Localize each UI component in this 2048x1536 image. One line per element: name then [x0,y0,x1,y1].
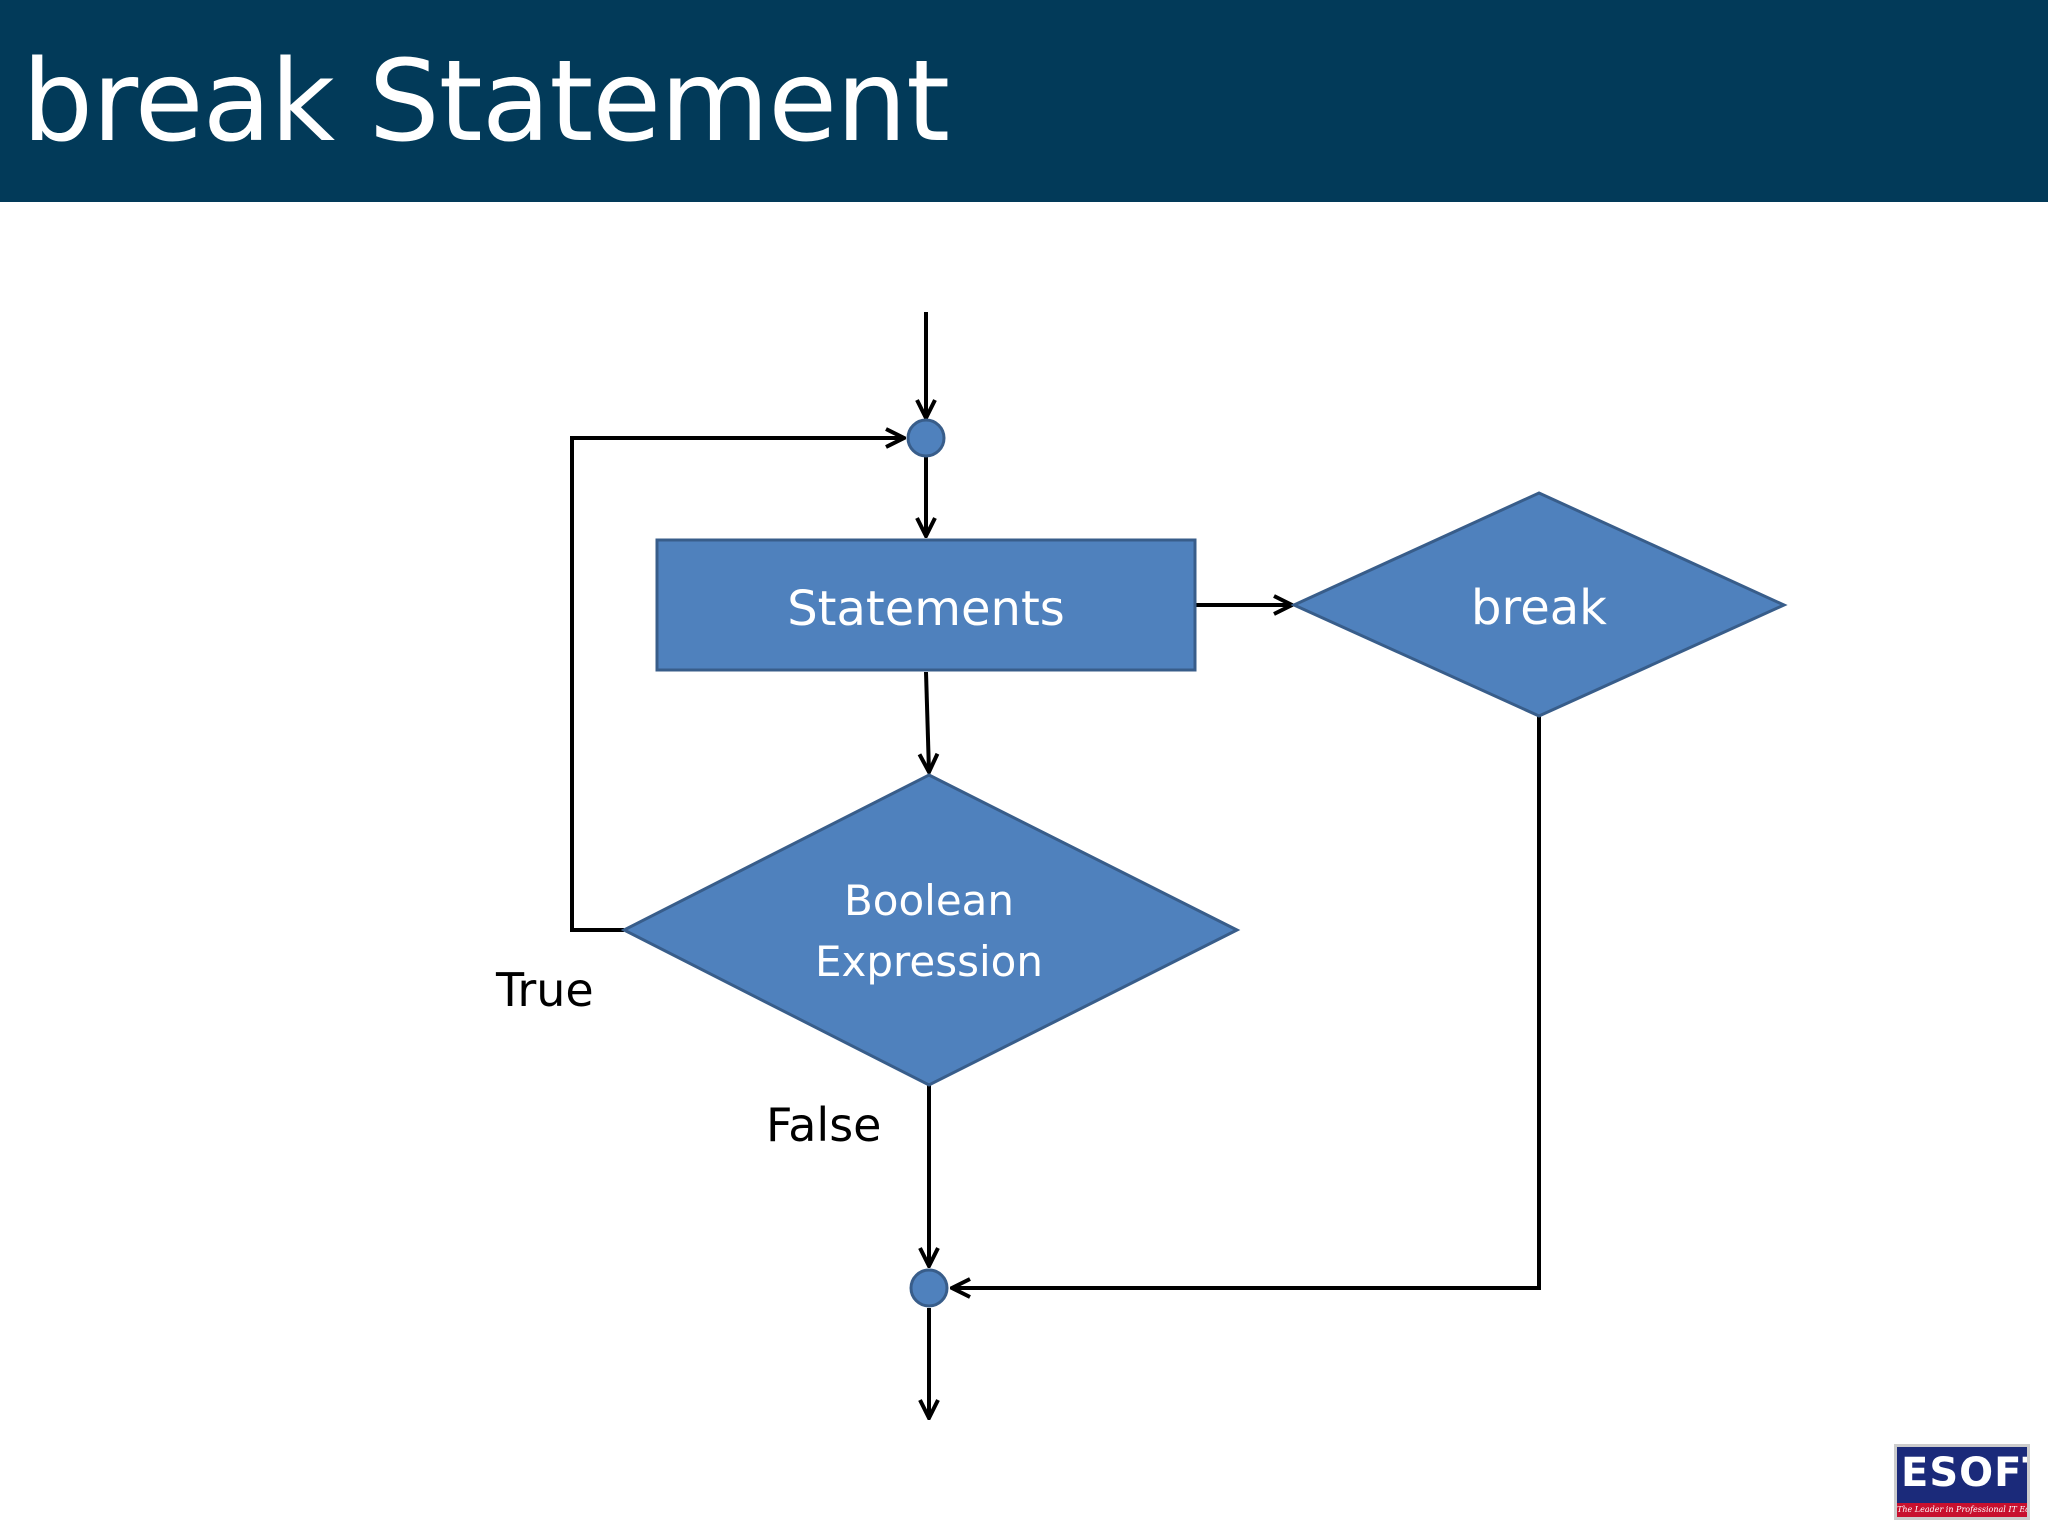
join-node-bottom [909,1268,949,1308]
statements-label: Statements [787,581,1065,637]
logo-tagline: The Leader in Professional IT Education [1897,1503,2027,1517]
boolean-diamond [620,773,1241,1087]
break-diamond [1290,491,1788,718]
slide-title: break Statement [22,37,950,167]
false-label: False [766,1098,881,1152]
boolean-label-line2: Expression [815,937,1043,986]
boolean-label-line1: Boolean [844,876,1014,925]
edge-break-exit [952,716,1541,1288]
title-bar: break Statement [0,0,2048,202]
true-label: True [495,963,594,1017]
edges [570,312,1541,1418]
break-label: break [1471,580,1607,636]
edge-statements-to-boolean [926,671,929,772]
statements-box [655,538,1197,672]
edge-true-loop [570,438,904,932]
join-node-top [906,418,946,458]
